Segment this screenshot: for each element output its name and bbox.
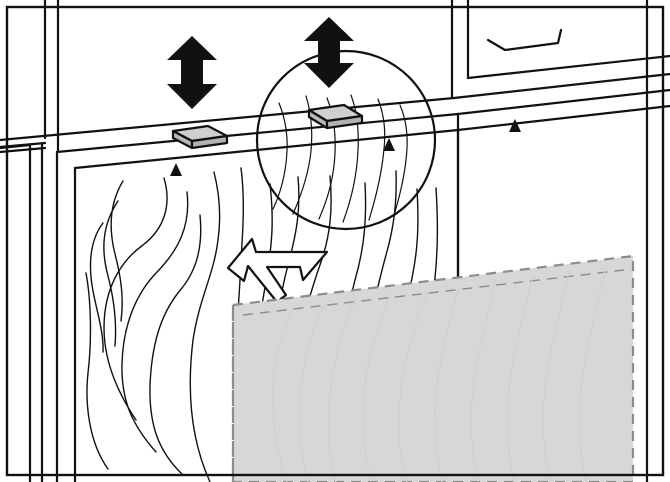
right-top-inner-edge <box>456 104 670 132</box>
main-top-inner-edge <box>73 128 460 170</box>
right-adjust-arrow-icon <box>304 17 354 88</box>
grain-line <box>103 200 119 347</box>
grain-line <box>362 292 392 482</box>
left-adjust-arrow-icon <box>167 36 217 109</box>
outer-frame <box>5 5 665 477</box>
diagram-border <box>5 5 665 477</box>
grain-line <box>394 104 408 213</box>
left-panel-front <box>0 143 32 482</box>
grain-line <box>327 297 357 482</box>
grain-line <box>434 285 460 482</box>
grain-line <box>542 271 570 482</box>
left-double-arrow-shape <box>167 36 217 109</box>
grain-line <box>89 222 104 353</box>
grain-line <box>189 171 221 482</box>
panel-being-inserted <box>231 254 635 482</box>
triangle-markers <box>170 119 521 176</box>
triangle-marker-icon <box>170 163 182 176</box>
grain-line <box>398 288 429 482</box>
grain-line <box>272 306 294 482</box>
grain-line <box>506 275 534 482</box>
inserted-panel <box>231 254 635 482</box>
grain-line <box>470 279 497 482</box>
upper-rail-line-right <box>452 72 670 100</box>
left-spacer-front <box>190 134 229 150</box>
upper-rail-line <box>0 96 456 142</box>
triangle-marker-icon <box>509 119 521 132</box>
detail-circle <box>255 49 437 231</box>
grain-line <box>272 102 288 210</box>
insert-arrow-icon <box>226 237 329 304</box>
right-top-edge <box>456 88 670 116</box>
grain-line <box>85 272 109 470</box>
inserted-panel-grain <box>272 267 606 482</box>
triangle-marker-icon <box>383 138 395 151</box>
inserted-panel-top-inner-edge <box>242 269 625 316</box>
grain-line <box>149 214 202 475</box>
drawer-handle-icon <box>486 28 563 52</box>
spacers <box>171 103 364 150</box>
grain-line <box>298 301 326 482</box>
adjustment-arrows <box>167 17 354 109</box>
drawer-handle-shape <box>486 28 563 52</box>
grain-line <box>121 191 189 453</box>
grain-line <box>578 267 606 482</box>
upper-drawer-base <box>466 54 670 80</box>
grain-line <box>103 177 168 421</box>
grain-line <box>110 180 124 322</box>
insert-arrow-shape <box>226 237 329 304</box>
right-double-arrow-shape <box>304 17 354 88</box>
right-spacer-front <box>325 114 364 130</box>
